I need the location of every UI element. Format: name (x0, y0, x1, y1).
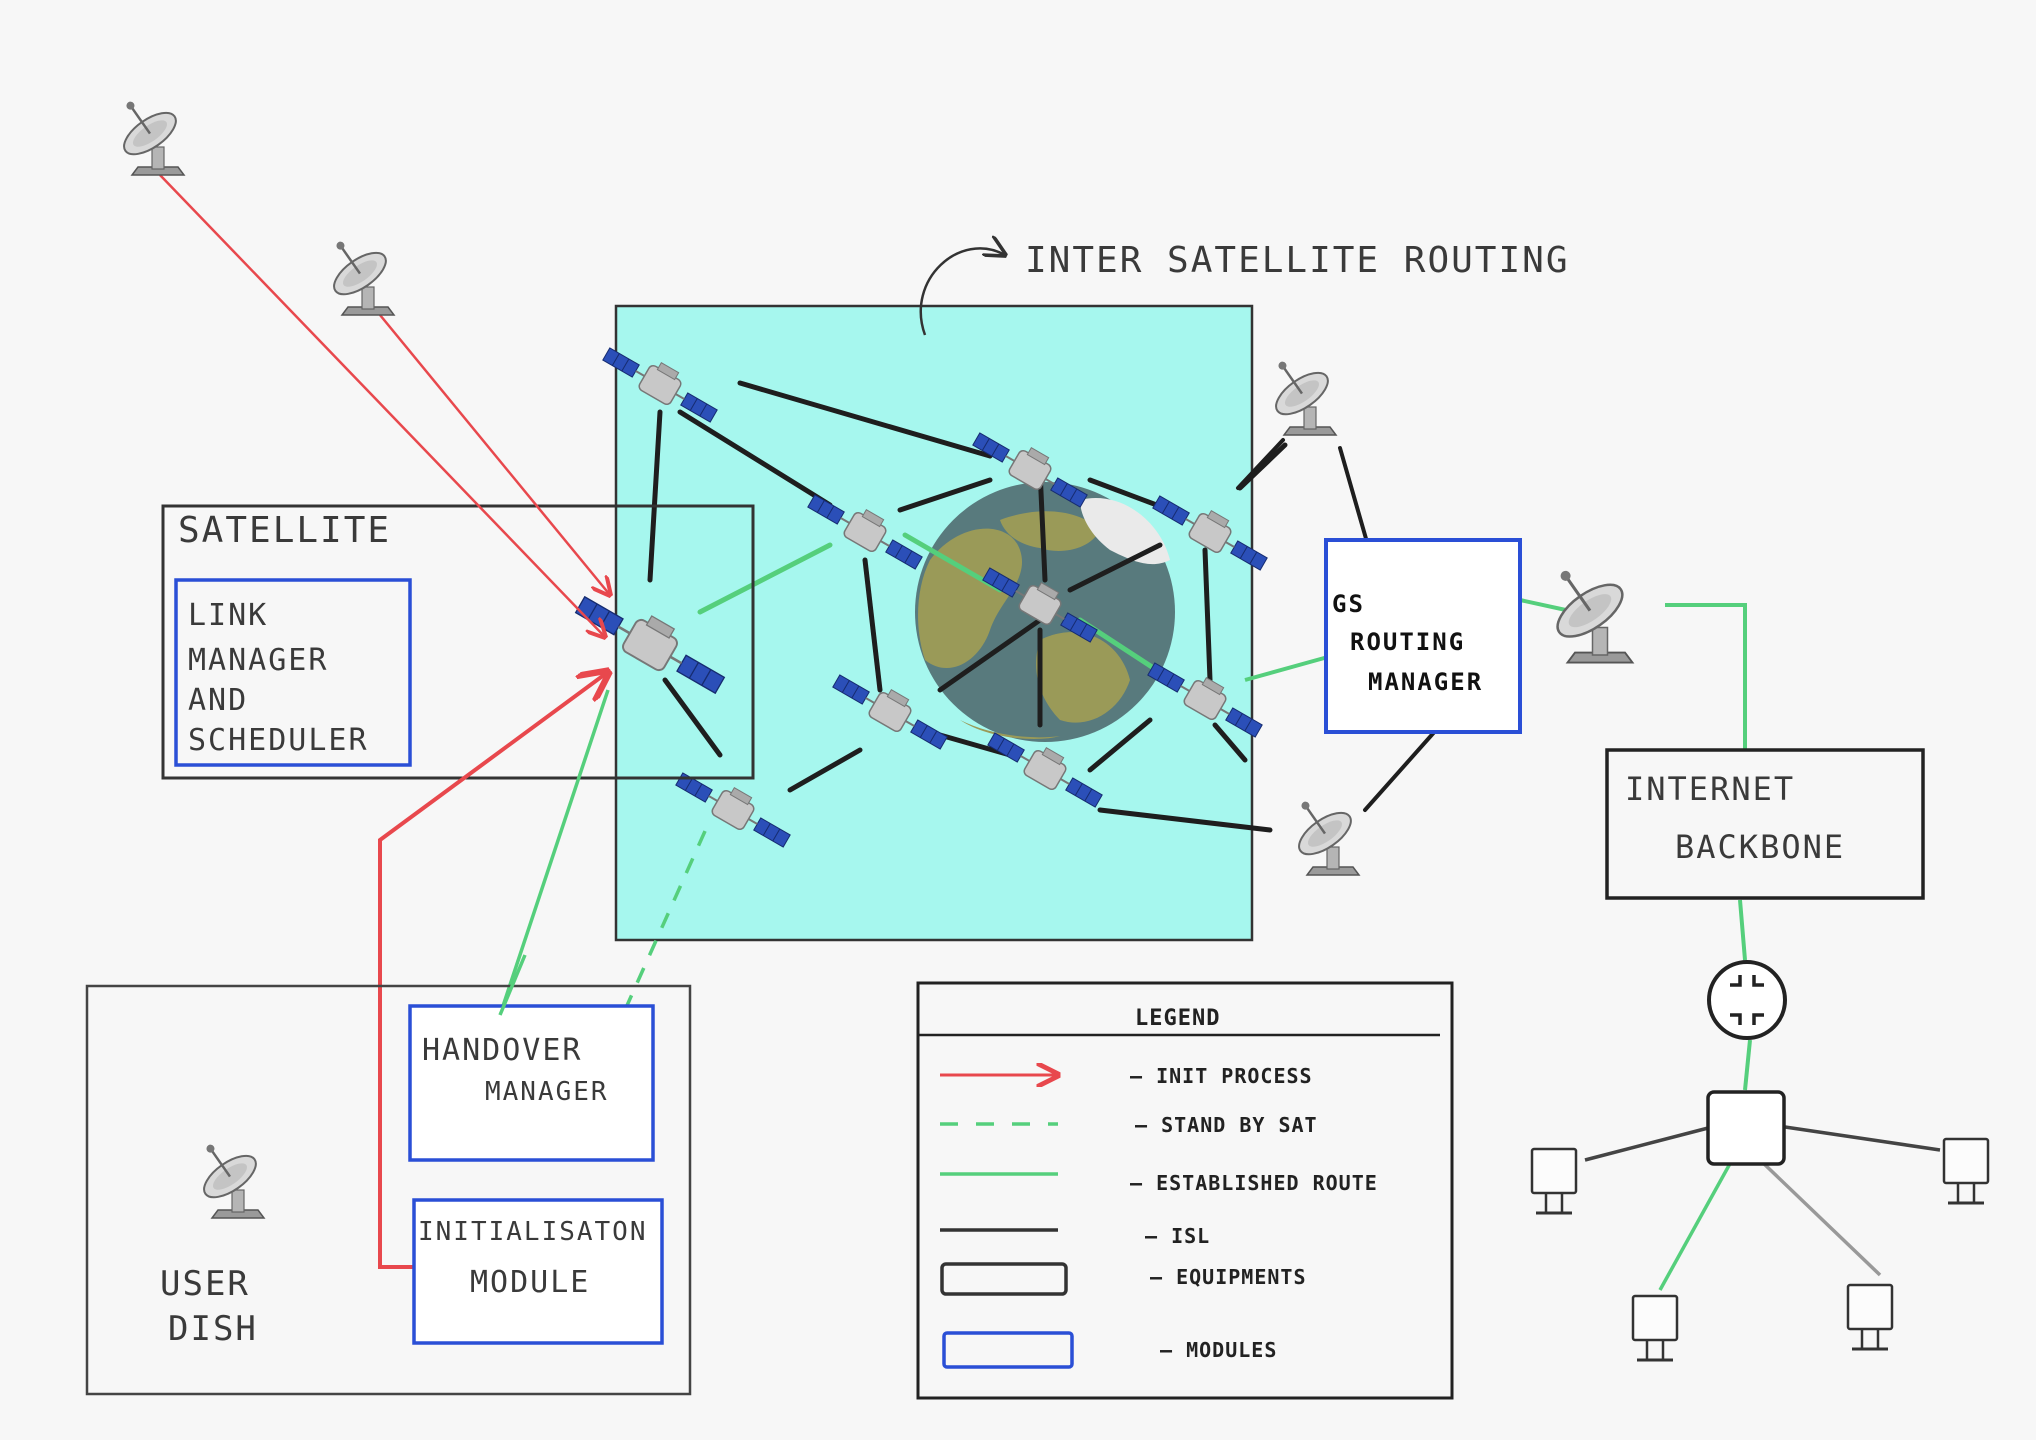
legend-item-label: — MODULES (1160, 1338, 1277, 1362)
initialisation-module (412, 1198, 664, 1345)
init-module-line: MODULE (470, 1265, 590, 1300)
computer-terminal-icon (1846, 1283, 1894, 1351)
handover-line: MANAGER (485, 1077, 609, 1107)
standby-sat-link (623, 819, 712, 1011)
annotation-arrow (919, 248, 1005, 336)
established-route-link (498, 689, 610, 1016)
link-manager-line: MANAGER (188, 643, 328, 678)
legend-item-label: — ESTABLISHED ROUTE (1130, 1171, 1378, 1195)
satellite-dish-icon (1277, 783, 1361, 877)
internet-backbone-line: BACKBONE (1675, 828, 1845, 866)
satellite-equipment-box (161, 504, 755, 780)
inter-satellite-routing-label: INTER SATELLITE ROUTING (1025, 240, 1570, 281)
satellite-dish-icon (182, 1126, 266, 1220)
legend-swatch-black-box (940, 1262, 1068, 1296)
gs-routing-line: MANAGER (1368, 668, 1483, 696)
legend-item-label: — STAND BY SAT (1135, 1113, 1318, 1137)
legend-item-label: — EQUIPMENTS (1150, 1265, 1307, 1289)
user-dish-box (85, 984, 692, 1396)
user-dish-line: USER (160, 1264, 250, 1304)
init-process-arrows (159, 174, 610, 637)
link-manager-line: LINK (188, 598, 268, 633)
legend-box (916, 981, 1454, 1400)
link-manager-line: AND (188, 683, 248, 718)
init-process-arrow (378, 672, 608, 1269)
internet-backbone-box (1605, 748, 1925, 900)
legend-item-label: — INIT PROCESS (1130, 1064, 1313, 1088)
computer-terminal-icon (1942, 1137, 1990, 1205)
established-route-link (498, 954, 527, 1016)
legend-item-label: — ISL (1145, 1224, 1210, 1248)
legend-swatch-blue-box (942, 1331, 1074, 1369)
legend-title: LEGEND (1135, 1006, 1220, 1031)
lan-links (1584, 1125, 1941, 1277)
link-manager-line: SCHEDULER (188, 723, 369, 758)
handover-line: HANDOVER (422, 1033, 583, 1068)
router-icon (1707, 960, 1787, 1040)
handover-manager-module (408, 1004, 655, 1162)
gs-routing-line: GS (1332, 590, 1365, 618)
satellite-dish-icon (1254, 343, 1338, 437)
satellite-box-title: SATELLITE (178, 510, 391, 551)
lan-route-link (1658, 1159, 1734, 1291)
gs-routing-line: ROUTING (1350, 628, 1465, 656)
gs-routing-manager-module (1324, 538, 1522, 734)
link-manager-scheduler-module (174, 578, 412, 767)
user-dish-line: DISH (168, 1309, 258, 1349)
satellite-dish-icon (312, 223, 396, 317)
internet-backbone-line: INTERNET (1625, 770, 1795, 808)
computer-terminal-icon (1530, 1147, 1578, 1215)
switch-icon (1706, 1090, 1786, 1166)
computer-terminal-icon (1631, 1294, 1679, 1362)
satellite-dish-icon (102, 83, 186, 177)
init-module-line: INITIALISATON (418, 1217, 648, 1247)
